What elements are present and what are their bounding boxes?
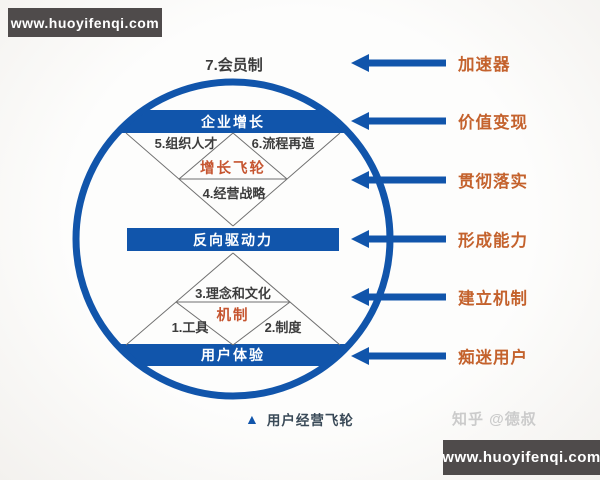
left-arrow-icon <box>351 347 446 365</box>
annotation-label: 加速器 <box>458 56 511 74</box>
left-arrow-icon <box>351 171 446 189</box>
annotation-row: 建立机制 <box>350 285 528 309</box>
site-banner-top: www.huoyifenqi.com <box>8 8 162 37</box>
process-reengineering-label: 6.流程再造 <box>252 136 316 151</box>
mechanism-label: 机制 <box>217 306 250 324</box>
annotation-row: 形成能力 <box>350 227 528 251</box>
triangle-up-icon: ▲ <box>245 411 259 427</box>
left-arrow-icon <box>351 288 446 306</box>
lower-triangle-lines <box>125 252 341 346</box>
annotation-label: 价值变现 <box>458 114 528 132</box>
left-arrow-icon <box>351 112 446 130</box>
annotation-row: 痴迷用户 <box>350 344 528 368</box>
upper-triangle-lines <box>125 132 341 227</box>
annotation-label: 建立机制 <box>458 290 528 308</box>
legend-caption: ▲ 用户经营飞轮 <box>245 409 354 429</box>
tools-label: 1.工具 <box>172 320 209 335</box>
user-experience-bar <box>79 344 387 366</box>
chord-bars <box>79 110 387 366</box>
annotation-label: 贯彻落实 <box>458 173 528 191</box>
enterprise-growth-bar <box>79 110 387 133</box>
system-label: 2.制度 <box>265 320 303 335</box>
caption-text: 用户经营飞轮 <box>266 413 354 428</box>
annotation-row: 加速器 <box>350 51 511 75</box>
annotation-label: 痴迷用户 <box>458 349 528 367</box>
annotation-row: 贯彻落实 <box>350 168 528 192</box>
left-arrow-icon <box>351 230 446 248</box>
site-banner-bottom: www.huoyifenqi.com <box>442 440 600 475</box>
business-strategy-label: 4.经营战略 <box>203 186 267 201</box>
annotation-row: 价值变现 <box>350 109 528 133</box>
reverse-driving-force-bar <box>127 228 339 251</box>
reverse-driving-force-label: 反向驱动力 <box>193 232 273 248</box>
user-experience-label: 用户体验 <box>201 347 265 363</box>
left-arrow-icon <box>351 54 446 72</box>
growth-flywheel-label: 增长飞轮 <box>200 159 266 177</box>
concept-culture-label: 3.理念和文化 <box>195 286 271 301</box>
enterprise-growth-label: 企业增长 <box>200 114 265 130</box>
membership-label: 7.会员制 <box>205 56 263 74</box>
zhihu-watermark: 知乎 @德叔 <box>452 411 537 428</box>
annotation-label: 形成能力 <box>458 232 528 250</box>
org-talent-label: 5.组织人才 <box>155 136 218 151</box>
